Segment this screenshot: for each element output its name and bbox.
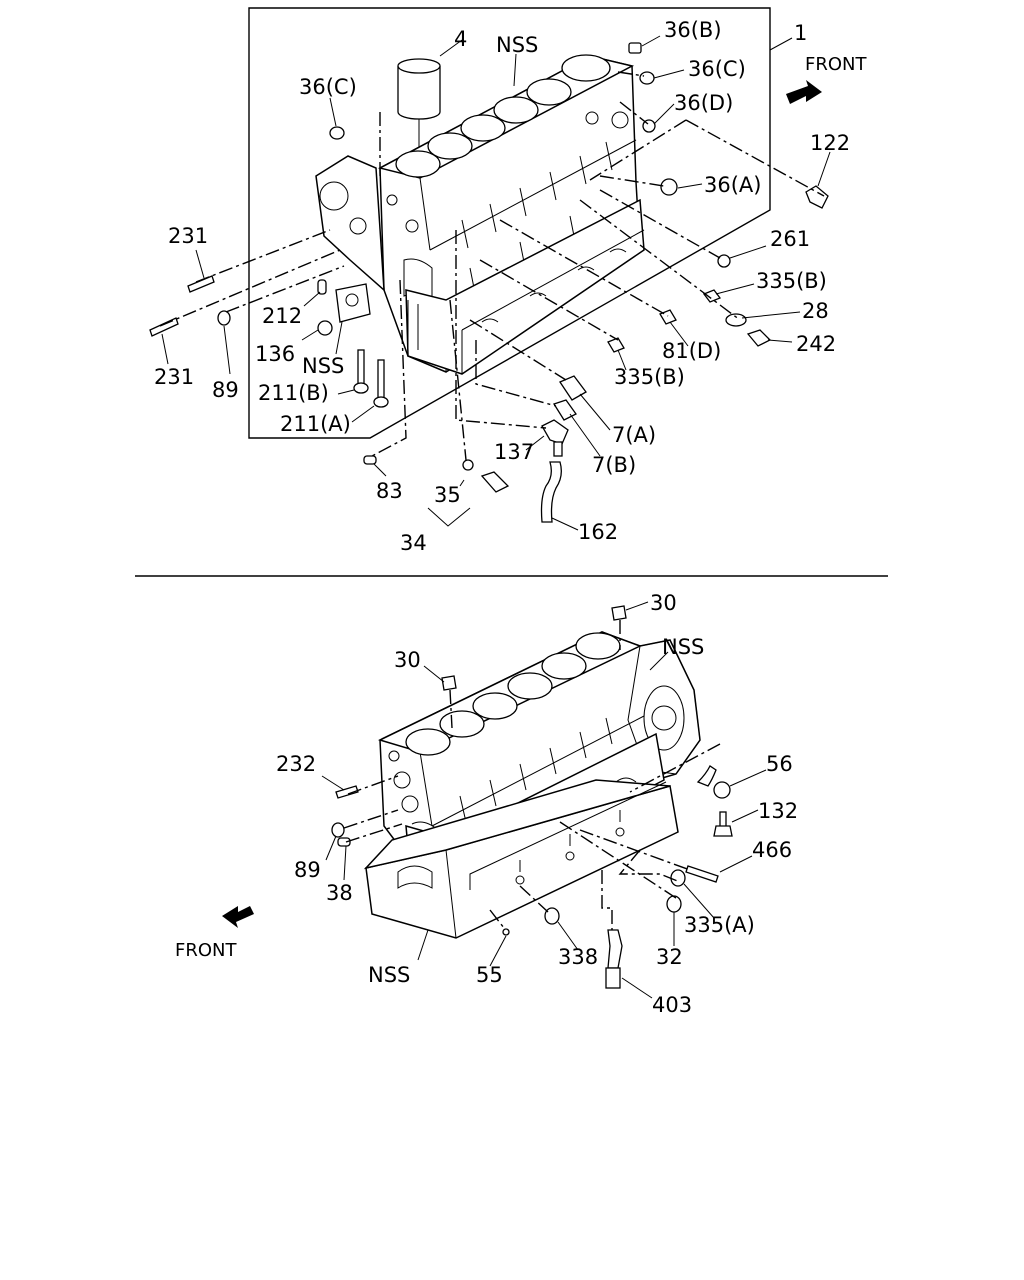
label-211b: 211(B) xyxy=(258,381,329,405)
stud-231-upper xyxy=(187,275,215,293)
label-261: 261 xyxy=(770,227,810,251)
oil-plug-36a xyxy=(660,178,678,196)
label-nss-right: NSS xyxy=(662,635,704,659)
sensor-403 xyxy=(605,929,623,989)
label-56: 56 xyxy=(766,752,793,776)
label-242: 242 xyxy=(796,332,836,356)
label-nss-mid: NSS xyxy=(302,354,344,378)
label-36a: 36(A) xyxy=(704,173,761,197)
label-36c-left: 36(C) xyxy=(299,75,357,99)
label-403: 403 xyxy=(652,993,692,1017)
label-89-lower: 89 xyxy=(294,858,321,882)
label-28: 28 xyxy=(802,299,829,323)
oil-plug-36b xyxy=(628,42,642,54)
label-211a: 211(A) xyxy=(280,412,351,436)
pipe-56 xyxy=(696,765,731,799)
label-35: 35 xyxy=(434,483,461,507)
label-55: 55 xyxy=(476,963,503,987)
label-1: 1 xyxy=(794,21,807,45)
assembly-1-outline xyxy=(248,7,771,439)
label-231-lower: 231 xyxy=(154,365,194,389)
label-83: 83 xyxy=(376,479,403,503)
pin-83 xyxy=(363,455,377,465)
bolt-132 xyxy=(713,811,733,837)
plug-89 xyxy=(217,310,231,326)
bolt-335b-right xyxy=(702,289,722,303)
label-nss-bottom: NSS xyxy=(368,963,410,987)
upper-assembly: FRONT xyxy=(149,7,867,555)
label-30-right: 30 xyxy=(650,591,677,615)
plug-30-left xyxy=(441,675,457,691)
plug-338 xyxy=(544,907,560,925)
front-label: FRONT xyxy=(805,54,867,75)
bolt-335a xyxy=(670,869,686,887)
label-132: 132 xyxy=(758,799,798,823)
label-162: 162 xyxy=(578,520,618,544)
label-32: 32 xyxy=(656,945,683,969)
label-7b: 7(B) xyxy=(592,453,636,477)
bolt-242 xyxy=(746,329,772,347)
label-36d: 36(D) xyxy=(674,91,733,115)
bolt-122 xyxy=(805,185,829,209)
bolt-335b-bottom xyxy=(607,337,625,353)
bolt-211a xyxy=(373,359,389,408)
label-30-left: 30 xyxy=(394,648,421,672)
connector-35 xyxy=(462,459,474,471)
label-466: 466 xyxy=(752,838,792,862)
label-81d: 81(D) xyxy=(662,339,721,363)
cylinder-liner xyxy=(397,58,441,160)
label-335b-bottom: 335(B) xyxy=(614,365,685,389)
gasket-28 xyxy=(725,313,747,327)
plug-136 xyxy=(317,320,333,336)
front-arrow-icon-lower xyxy=(222,906,254,928)
label-212: 212 xyxy=(262,304,302,328)
label-7a: 7(A) xyxy=(612,423,656,447)
front-label-lower: FRONT xyxy=(175,940,237,961)
label-34: 34 xyxy=(400,531,427,555)
label-nss-top: NSS xyxy=(496,33,538,57)
label-89: 89 xyxy=(212,378,239,402)
oil-plug-36c-left xyxy=(329,126,345,140)
stud-466 xyxy=(685,865,719,883)
label-335b-right: 335(B) xyxy=(756,269,827,293)
connector-34 xyxy=(480,471,510,493)
label-38: 38 xyxy=(326,881,353,905)
plug-7a xyxy=(559,375,587,401)
plug-261 xyxy=(717,254,731,268)
stud-232 xyxy=(335,785,359,799)
label-231-upper: 231 xyxy=(168,224,208,248)
pin-55 xyxy=(502,928,510,936)
plug-89-lower xyxy=(331,822,345,838)
front-arrow-icon xyxy=(786,80,822,104)
label-36b: 36(B) xyxy=(664,18,722,42)
plug-32 xyxy=(666,895,682,913)
hose-162 xyxy=(540,461,562,523)
stud-231-lower xyxy=(149,317,179,337)
pin-212 xyxy=(317,279,327,295)
label-338: 338 xyxy=(558,945,598,969)
bolt-211b xyxy=(353,349,369,394)
fitting-137 xyxy=(541,419,569,457)
label-136: 136 xyxy=(255,342,295,366)
pin-38 xyxy=(337,837,351,847)
label-335a: 335(A) xyxy=(684,913,755,937)
plug-30-right xyxy=(611,605,627,621)
bracket-nss xyxy=(335,283,371,323)
label-36c-right: 36(C) xyxy=(688,57,746,81)
label-4: 4 xyxy=(454,27,467,51)
label-232: 232 xyxy=(276,752,316,776)
lower-crankcase xyxy=(363,779,679,939)
label-137: 137 xyxy=(494,440,534,464)
engine-block-upper xyxy=(315,54,645,375)
label-122: 122 xyxy=(810,131,850,155)
lower-assembly: FRONT xyxy=(175,591,798,1017)
oil-plug-36c-right xyxy=(639,71,655,85)
